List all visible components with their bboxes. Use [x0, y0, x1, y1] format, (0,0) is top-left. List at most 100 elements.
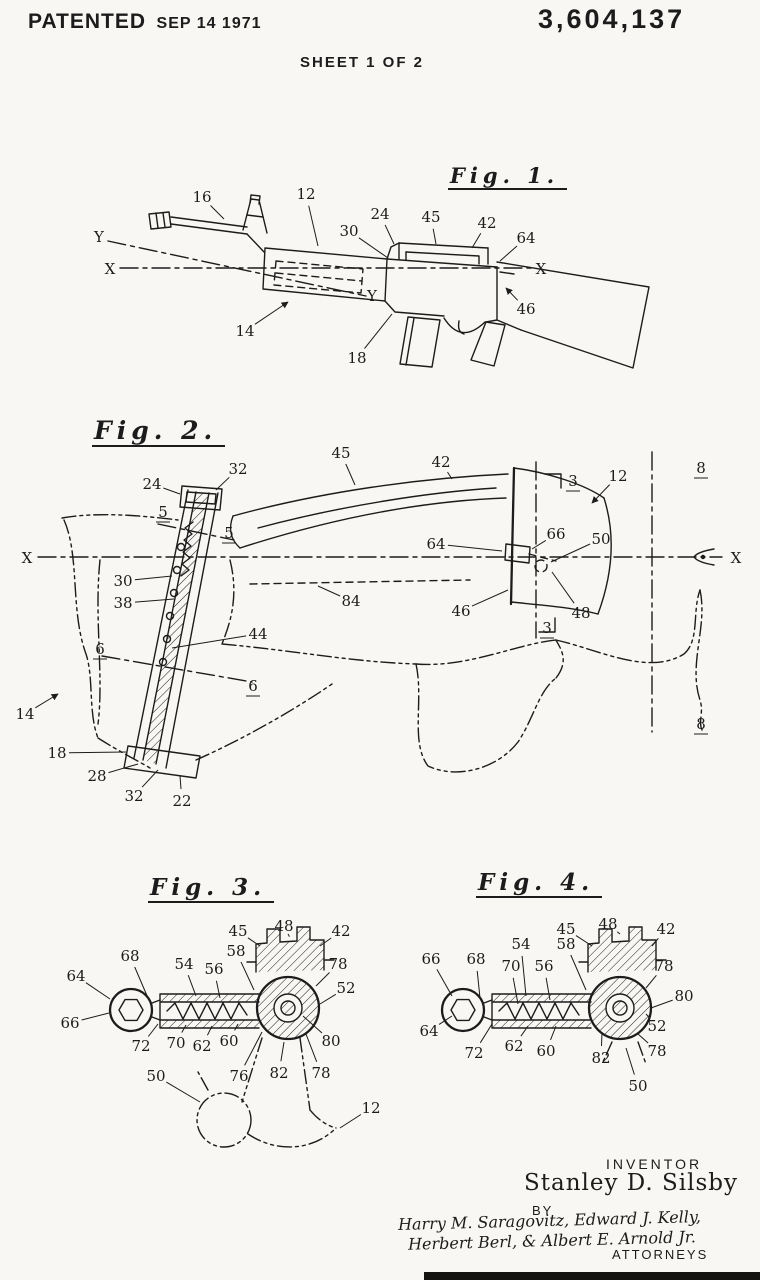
latch-assembly-core-copy — [440, 925, 668, 1041]
ref-numeral-70: 70 — [501, 957, 520, 975]
ref-numeral-24: 24 — [142, 475, 161, 493]
ref-numeral-46: 46 — [516, 300, 535, 318]
ref-numeral-50: 50 — [146, 1067, 165, 1085]
ref-numeral-32: 32 — [124, 787, 143, 805]
ref-numeral-80: 80 — [321, 1032, 340, 1050]
ref-numeral-18: 18 — [347, 349, 366, 367]
ref-numeral-62: 62 — [192, 1037, 211, 1055]
ref-numeral-6: 6 — [95, 640, 105, 658]
ref-numeral-78: 78 — [647, 1042, 666, 1060]
ref-numeral-14: 14 — [235, 322, 254, 340]
ref-numeral-X: X — [105, 260, 116, 278]
ref-numeral-50: 50 — [628, 1077, 647, 1095]
ref-numeral-82: 82 — [591, 1049, 610, 1067]
ref-numeral-52: 52 — [336, 979, 355, 997]
scan-artifact — [424, 1272, 760, 1280]
ref-numeral-24: 24 — [370, 205, 389, 223]
ref-numeral-6: 6 — [248, 677, 258, 695]
ref-numeral-50: 50 — [591, 530, 610, 548]
inventor-name: Stanley D. Silsby — [524, 1170, 739, 1196]
figure-2-drawing — [37, 451, 723, 779]
ref-numeral-66: 66 — [421, 950, 440, 968]
ref-numeral-78: 78 — [328, 955, 347, 973]
patent-date: SEP 14 1971 — [156, 15, 262, 32]
ref-numeral-64: 64 — [419, 1022, 438, 1040]
ref-numeral-76: 76 — [229, 1067, 248, 1085]
ref-numeral-5: 5 — [224, 524, 234, 542]
ref-numeral-X: X — [731, 549, 742, 567]
ref-numeral-56: 56 — [204, 960, 223, 978]
ref-numeral-64: 64 — [426, 535, 445, 553]
ref-numeral-22: 22 — [172, 792, 191, 810]
ref-numeral-45: 45 — [228, 922, 247, 940]
ref-numeral-12: 12 — [608, 467, 627, 485]
ref-numeral-30: 30 — [339, 222, 358, 240]
ref-numeral-66: 66 — [60, 1014, 79, 1032]
figure-1-drawing — [107, 194, 650, 369]
ref-numeral-48: 48 — [274, 917, 293, 935]
figure-1-title: Fig. 1. — [448, 165, 568, 190]
ref-numeral-78: 78 — [311, 1064, 330, 1082]
ref-numeral-42: 42 — [331, 922, 350, 940]
latch-assembly-core — [108, 926, 335, 1041]
figure-4-title: Fig. 4. — [476, 871, 603, 898]
ref-numeral-72: 72 — [464, 1044, 483, 1062]
ref-numeral-72: 72 — [131, 1037, 150, 1055]
ref-numeral-32: 32 — [228, 460, 247, 478]
ref-numeral-54: 54 — [174, 955, 193, 973]
ref-numeral-64: 64 — [66, 967, 85, 985]
ref-numeral-42: 42 — [431, 453, 450, 471]
ref-numeral-X: X — [22, 549, 33, 567]
ref-numeral-12: 12 — [296, 185, 315, 203]
ref-numeral-14: 14 — [15, 705, 34, 723]
ref-numeral-42: 42 — [477, 214, 496, 232]
ref-numeral-16: 16 — [192, 188, 211, 206]
inventor-label: INVENTOR — [606, 1156, 703, 1172]
sheet-label: SHEET 1 OF 2 — [300, 54, 425, 71]
ref-numeral-64: 64 — [516, 229, 535, 247]
figure-3-drawing — [108, 926, 337, 1148]
ref-numeral-44: 44 — [248, 625, 267, 643]
ref-numeral-5: 5 — [158, 503, 168, 521]
ref-numeral-42: 42 — [656, 920, 675, 938]
ref-numeral-18: 18 — [47, 744, 66, 762]
ref-numeral-3: 3 — [542, 619, 552, 637]
ref-numeral-45: 45 — [556, 920, 575, 938]
ref-numeral-30: 30 — [113, 572, 132, 590]
figure-3-title: Fig. 3. — [148, 876, 275, 903]
ref-numeral-80: 80 — [674, 987, 693, 1005]
ref-numeral-12: 12 — [361, 1099, 380, 1117]
patented-stamp: PATENTED SEP 14 1971 — [28, 10, 262, 34]
figure-4-drawing — [440, 925, 668, 1065]
ref-numeral-Y: Y — [366, 287, 378, 305]
ref-numeral-58: 58 — [226, 942, 245, 960]
ref-numeral-56: 56 — [534, 957, 553, 975]
ref-numeral-48: 48 — [598, 915, 617, 933]
ref-numeral-3: 3 — [568, 472, 578, 490]
ref-numeral-78: 78 — [654, 957, 673, 975]
ref-numeral-60: 60 — [536, 1042, 555, 1060]
ref-numeral-45: 45 — [331, 444, 350, 462]
ref-numeral-54: 54 — [511, 935, 530, 953]
ref-numeral-58: 58 — [556, 935, 575, 953]
ref-numeral-68: 68 — [466, 950, 485, 968]
ref-numeral-8: 8 — [696, 459, 706, 477]
ref-numeral-84: 84 — [341, 592, 360, 610]
ref-numeral-82: 82 — [269, 1064, 288, 1082]
ref-numeral-38: 38 — [113, 594, 132, 612]
ref-numeral-52: 52 — [647, 1017, 666, 1035]
patented-label: PATENTED — [28, 10, 147, 33]
ref-numeral-66: 66 — [546, 525, 565, 543]
ref-numeral-60: 60 — [219, 1032, 238, 1050]
ref-numeral-Y: Y — [93, 228, 105, 246]
ref-numeral-70: 70 — [166, 1034, 185, 1052]
by-label: BY — [532, 1203, 554, 1218]
ref-numeral-8: 8 — [696, 715, 706, 733]
ref-numeral-28: 28 — [87, 767, 106, 785]
ref-numeral-X: X — [536, 260, 547, 278]
